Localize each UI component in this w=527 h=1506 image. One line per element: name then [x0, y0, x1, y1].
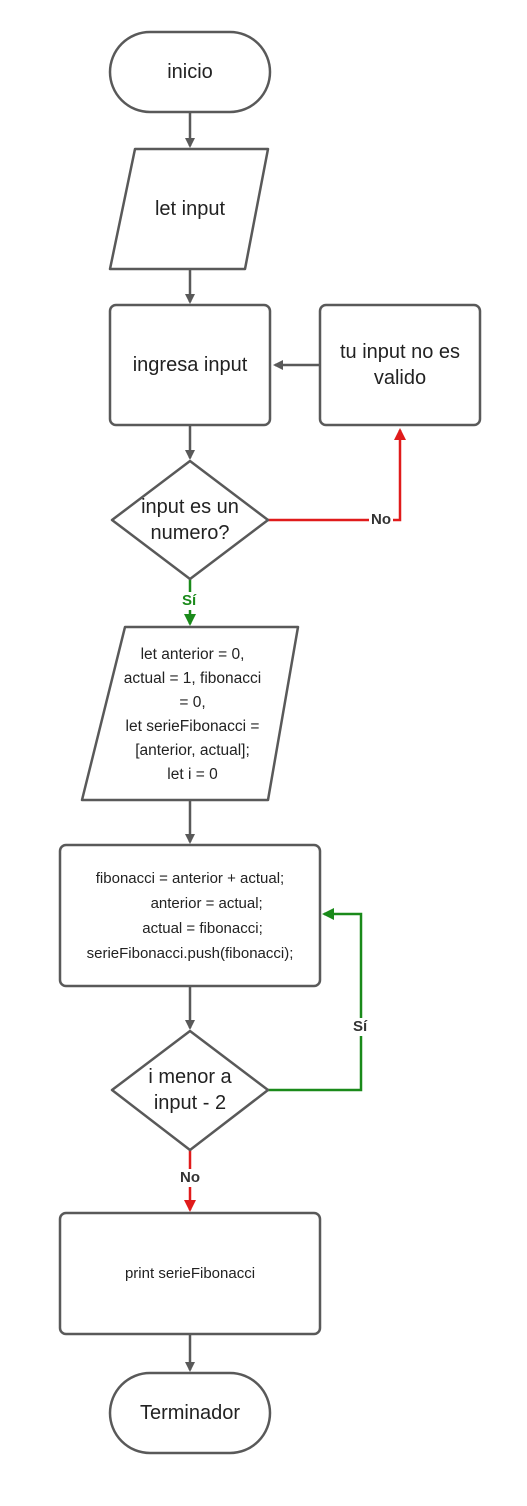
loop-check-decision-shape: [110, 1029, 270, 1152]
input-decl-parallelogram: [108, 147, 270, 271]
print-process-shape: [58, 1211, 322, 1336]
is-number-decision-shape: [110, 459, 270, 581]
invalid-msg-process-shape: [318, 303, 482, 427]
loop-body-process-shape: [58, 843, 322, 988]
edge-label-is-number-yes: Sí: [180, 592, 199, 610]
edge-is-number-no: [268, 428, 406, 522]
edge-label-is-number-no: No: [369, 511, 393, 529]
edge-loop-yes: [268, 908, 363, 1092]
ask-input-process-shape: [108, 303, 272, 427]
start-terminator-shape: [108, 30, 272, 114]
end-terminator-shape: [108, 1371, 272, 1455]
init-vars-parallelogram: [80, 625, 300, 802]
edge-label-loop-yes: Sí: [351, 1018, 370, 1036]
edge-label-loop-no: No: [178, 1169, 202, 1187]
